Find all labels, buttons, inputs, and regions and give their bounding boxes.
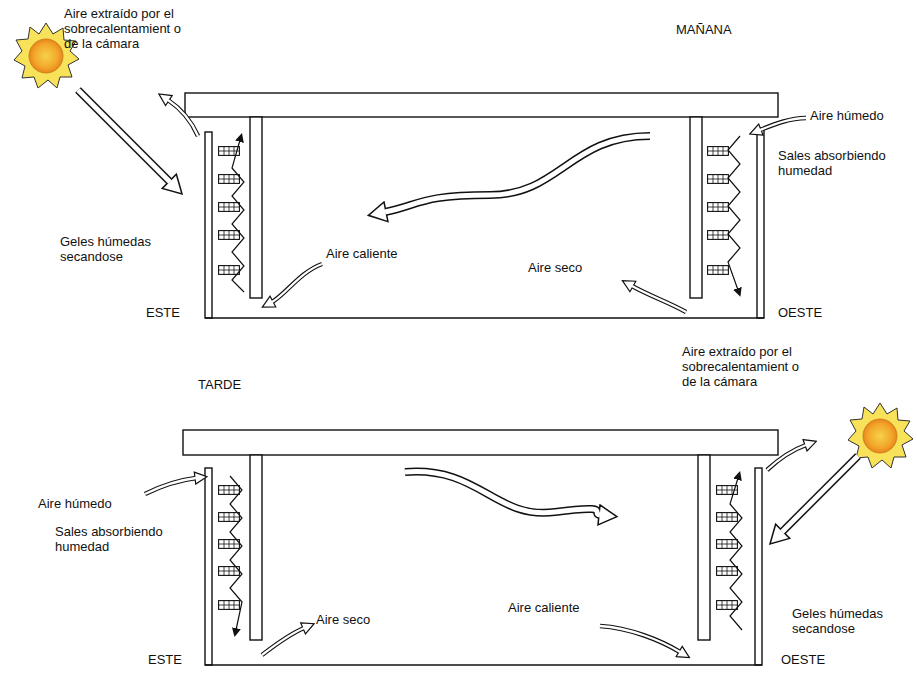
floor-line xyxy=(205,317,764,318)
airflow-zigzag xyxy=(230,476,242,630)
inner-wall xyxy=(250,455,262,640)
glass-wall xyxy=(755,468,762,665)
note-label: Aire extraído por el sobrecalentamient o… xyxy=(64,6,186,51)
afternoon-section xyxy=(145,403,913,665)
salt-trays xyxy=(219,486,738,610)
roof-slab xyxy=(185,93,778,117)
note-label: Aire extraído por el sobrecalentamient o… xyxy=(682,344,806,389)
floor-line xyxy=(205,664,762,665)
glass-wall xyxy=(205,132,212,318)
air-label: Aire húmedo xyxy=(38,496,112,511)
salt-trays xyxy=(219,147,729,275)
glass-wall xyxy=(205,468,212,665)
roof-slab xyxy=(183,430,778,455)
air-label: Aire caliente xyxy=(326,246,398,261)
air-label: Aire seco xyxy=(316,612,370,627)
panel-title: MAÑANA xyxy=(676,22,732,37)
note-label: Sales absorbiendo humedad xyxy=(778,148,910,178)
airflow-zigzag xyxy=(730,478,742,630)
side-label: OESTE xyxy=(778,305,822,320)
morning-section xyxy=(14,23,806,318)
air-label: Aire seco xyxy=(528,260,582,275)
glass-wall xyxy=(757,128,764,318)
inner-wall xyxy=(698,455,710,640)
flow-arrows xyxy=(145,445,858,655)
flow-arrows xyxy=(78,90,806,312)
airflow-zigzag xyxy=(232,140,244,292)
air-label: Aire húmedo xyxy=(810,108,884,123)
air-label: Aire caliente xyxy=(508,600,580,615)
note-label: Sales absorbiendo humedad xyxy=(55,524,195,554)
side-label: ESTE xyxy=(148,652,182,667)
inner-wall xyxy=(250,117,262,298)
airflow-zigzag xyxy=(728,136,740,290)
side-label: OESTE xyxy=(781,652,825,667)
side-label: ESTE xyxy=(146,305,180,320)
note-label: Geles húmedas secandose xyxy=(792,606,908,636)
note-label: Geles húmedas secandose xyxy=(60,234,164,264)
panel-title: TARDE xyxy=(198,377,241,392)
inner-wall xyxy=(690,117,702,298)
